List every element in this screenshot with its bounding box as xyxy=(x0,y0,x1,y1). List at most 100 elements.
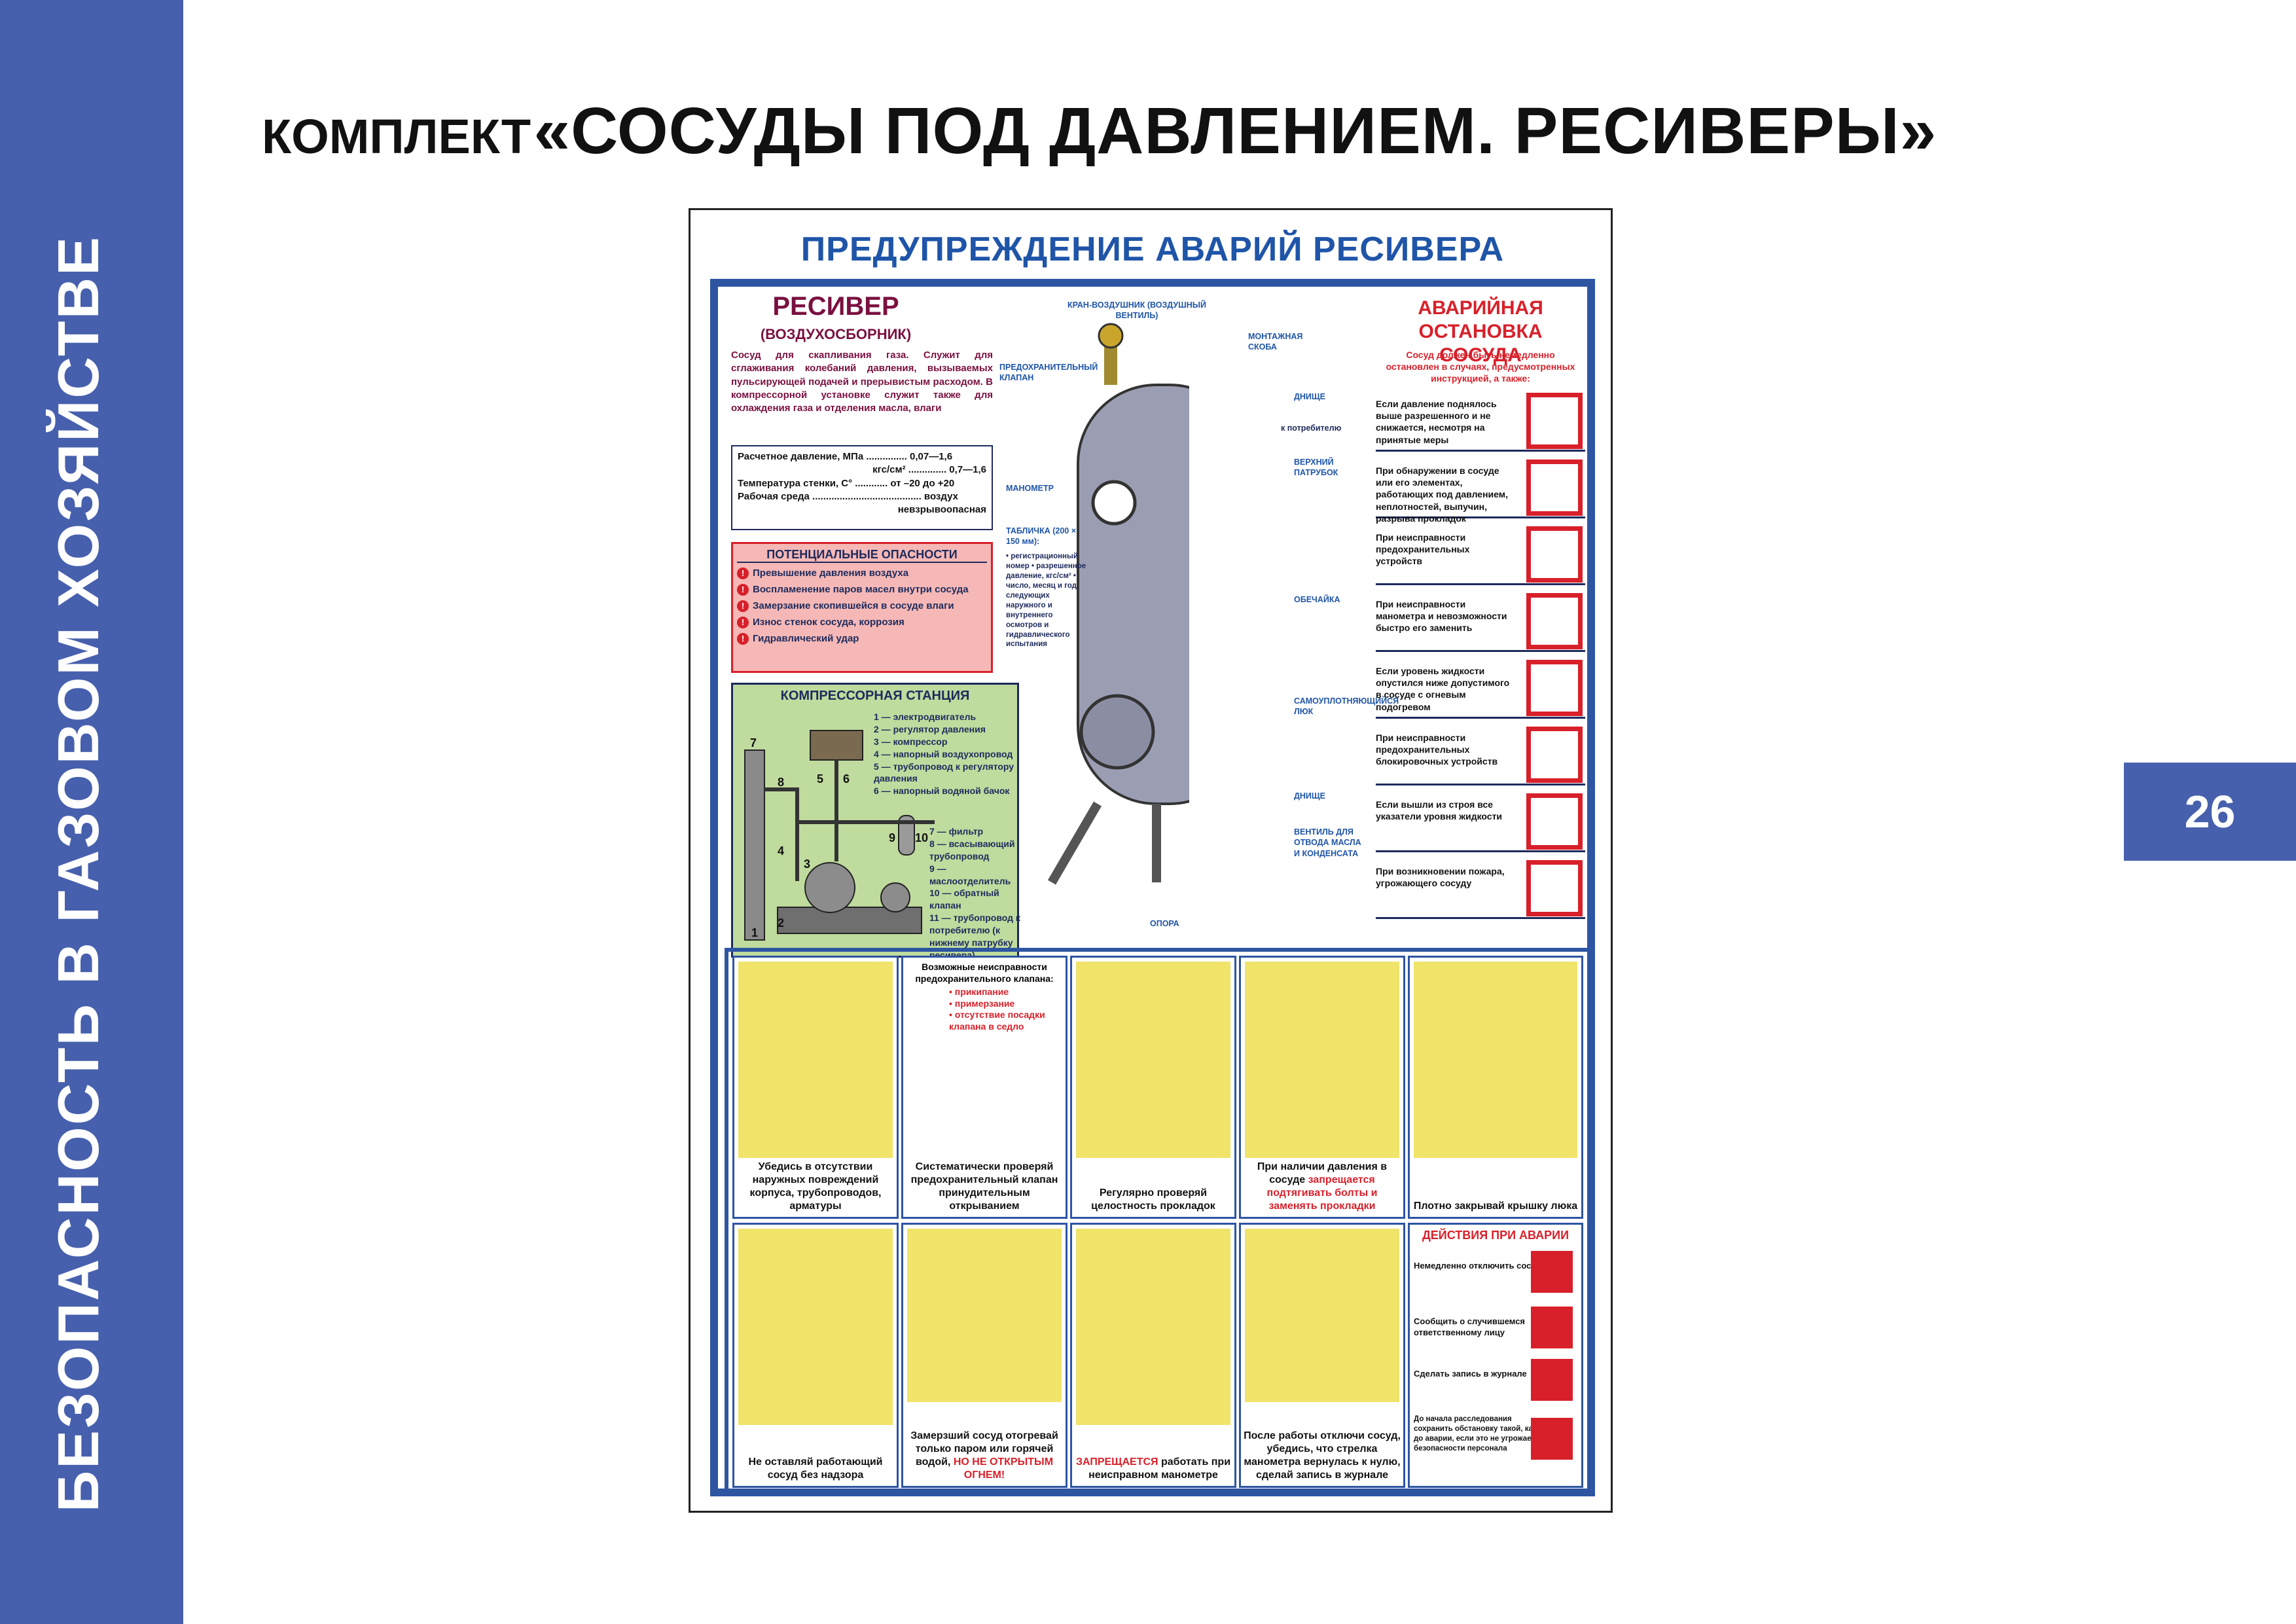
svg-text:8: 8 xyxy=(778,776,784,789)
safety-card: При наличии давления в сосуде запрещаетс… xyxy=(1239,956,1405,1219)
svg-text:5: 5 xyxy=(817,772,823,785)
sidebar: БЕЗОПАСНОСТЬ В ГАЗОВОМ ХОЗЯЙСТВЕ xyxy=(0,0,183,1624)
label-air-valve: КРАН-ВОЗДУШНИК (ВОЗДУШНЫЙ ВЕНТИЛЬ) xyxy=(1067,300,1206,321)
shutoff-icon xyxy=(1531,1251,1573,1293)
level-indicator-icon xyxy=(1526,793,1583,850)
label-bottom-low: ДНИЩЕ xyxy=(1294,791,1325,801)
emergency-item: При обнаружении в сосуде или его элемент… xyxy=(1376,458,1585,524)
receiver-illustration xyxy=(1047,323,1189,885)
compressor-diagram: 7 8 5 6 9 2 1 3 4 10 xyxy=(744,730,935,941)
safety-card: Замерзший сосуд отогревай только паром и… xyxy=(901,1223,1067,1488)
card-illustration xyxy=(1414,962,1577,1158)
poster-title: ПРЕДУПРЕЖДЕНИЕ АВАРИЙ РЕСИВЕРА xyxy=(800,230,1505,268)
safety-valve-icon xyxy=(1526,526,1583,583)
label-consumer: к потребителю xyxy=(1281,424,1342,433)
page-number-badge: 26 xyxy=(2124,763,2296,861)
warning-icon: ! xyxy=(737,568,749,579)
label-bottom-top: ДНИЩЕ xyxy=(1294,392,1325,401)
card-illustration xyxy=(907,1229,1062,1402)
phone-icon xyxy=(1531,1307,1573,1348)
hazard-item: !Гидравлический удар xyxy=(737,633,987,645)
card-illustration xyxy=(1076,962,1230,1158)
card-illustration xyxy=(907,962,1062,1158)
safety-card: Регулярно проверяй целостность прокладок xyxy=(1070,956,1236,1219)
switch-icon xyxy=(1526,727,1583,783)
label-manometer: МАНОМЕТР xyxy=(1006,484,1054,493)
svg-text:7: 7 xyxy=(750,736,757,749)
svg-text:1: 1 xyxy=(751,926,758,939)
title-main: «СОСУДЫ ПОД ДАВЛЕНИЕМ. РЕСИВЕРЫ» xyxy=(533,94,1937,168)
emergency-item: При неисправности предохранительных блок… xyxy=(1376,725,1585,785)
page-title: КОМПЛЕКТ «СОСУДЫ ПОД ДАВЛЕНИЕМ. РЕСИВЕРЫ… xyxy=(262,92,2094,170)
emergency-item: При неисправности предохранительных устр… xyxy=(1376,525,1585,585)
faults-list: • прикипание• примерзание• отсутствие по… xyxy=(949,986,1045,1032)
receiver-subtitle: (ВОЗДУХОСБОРНИК) xyxy=(760,326,912,342)
warning-icon: ! xyxy=(737,617,749,628)
emergency-item: При неисправности манометра и невозможно… xyxy=(1376,592,1585,652)
warning-icon: ! xyxy=(737,633,749,645)
poster-frame: РЕСИВЕР (ВОЗДУХОСБОРНИК) Сосуд для скапл… xyxy=(710,279,1595,1496)
hazard-star-icon xyxy=(1531,1418,1573,1460)
label-drain: ВЕНТИЛЬ ДЛЯ ОТВОДА МАСЛА И КОНДЕНСАТА xyxy=(1294,827,1361,858)
safety-card: Возможные неисправности предохранительно… xyxy=(901,956,1067,1219)
svg-text:2: 2 xyxy=(778,916,784,929)
label-mount: МОНТАЖНАЯ СКОБА xyxy=(1248,332,1303,352)
safety-card: Плотно закрывай крышку люка xyxy=(1408,956,1583,1219)
card-illustration xyxy=(1245,1229,1399,1402)
label-shell: ОБЕЧАЙКА xyxy=(1294,595,1340,604)
spec-row: невзрывоопасная xyxy=(897,504,986,515)
safety-card: Убедись в отсутствии наружных повреждени… xyxy=(732,956,899,1219)
safety-card: Не оставляй работающий сосуд без надзора xyxy=(732,1223,899,1488)
title-prefix: КОМПЛЕКТ xyxy=(262,109,531,164)
spec-row: кгс/см² .............. 0,7—1,6 xyxy=(872,464,986,476)
card-illustration xyxy=(738,962,893,1158)
svg-text:4: 4 xyxy=(778,844,784,857)
action-item: Сообщить о случившемся ответственному ли… xyxy=(1414,1316,1526,1337)
warning-icon: ! xyxy=(737,600,749,612)
poster: ПРЕДУПРЕЖДЕНИЕ АВАРИЙ РЕСИВЕРА РЕСИВЕР (… xyxy=(689,208,1613,1513)
emergency-intro: Сосуд должен быть немедленно остановлен … xyxy=(1386,350,1575,384)
emergency-title: АВАРИЙНАЯ ОСТАНОВКА СОСУДА xyxy=(1418,297,1543,366)
level-gauge-icon xyxy=(1526,660,1583,716)
hazards-title: ПОТЕНЦИАЛЬНЫЕ ОПАСНОСТИ xyxy=(737,548,987,563)
action-item: Сделать запись в журнале xyxy=(1414,1369,1527,1379)
action-item: До начала расследования сохранить обстан… xyxy=(1414,1415,1537,1453)
hazard-item: !Замерзание скопившейся в сосуде влаги xyxy=(737,600,987,612)
label-support: ОПОРА xyxy=(1150,919,1179,928)
sidebar-title: БЕЗОПАСНОСТЬ В ГАЗОВОМ ХОЗЯЙСТВЕ xyxy=(46,235,111,1512)
manometer-icon xyxy=(1526,393,1583,449)
card-illustration xyxy=(1076,1229,1230,1425)
spec-row: Расчетное давление, МПа ............... … xyxy=(738,451,953,462)
emergency-item: Если вышли из строя все указатели уровня… xyxy=(1376,792,1585,852)
label-plate: ТАБЛИЧКА (200 × 150 мм): xyxy=(1006,526,1077,547)
svg-text:10: 10 xyxy=(915,831,928,844)
card-illustration xyxy=(1245,962,1399,1158)
safety-card: После работы отключи сосуд, убедись, что… xyxy=(1239,1223,1405,1488)
receiver-title: РЕСИВЕР xyxy=(772,292,899,321)
action-item: Немедленно отключить сосуд xyxy=(1414,1261,1541,1271)
safety-card: ЗАПРЕЩАЕТСЯ работать при неисправном ман… xyxy=(1070,1223,1236,1488)
label-plate-items: • регистрационный номер • разрешенное да… xyxy=(1006,552,1086,649)
label-upper-pipe: ВЕРХНИЙ ПАТРУБОК xyxy=(1294,458,1338,478)
hazard-item: !Превышение давления воздуха xyxy=(737,568,987,579)
station-title: КОМПРЕССОРНАЯ СТАНЦИЯ xyxy=(780,689,970,703)
receiver-description: Сосуд для скапливания газа. Служит для с… xyxy=(731,350,993,414)
svg-text:3: 3 xyxy=(804,857,810,871)
card-illustration xyxy=(738,1229,893,1425)
actions-title: ДЕЙСТВИЯ ПРИ АВАРИИ xyxy=(1422,1229,1570,1242)
label-safety-valve: ПРЕДОХРАНИТЕЛЬНЫЙ КЛАПАН xyxy=(999,363,1098,383)
emergency-item: При возникновении пожара, угрожающего со… xyxy=(1376,859,1585,919)
compressor-station-box: КОМПРЕССОРНАЯ СТАНЦИЯ 7 8 5 6 9 2 1 3 4 … xyxy=(731,683,1020,960)
fire-icon xyxy=(1526,860,1583,916)
broken-gauge-icon xyxy=(1526,593,1583,649)
safety-cards-grid: Убедись в отсутствии наружных повреждени… xyxy=(725,948,1592,1496)
hazard-item: !Износ стенок сосуда, коррозия xyxy=(737,617,987,628)
warning-icon: ! xyxy=(737,584,749,596)
specs-box: Расчетное давление, МПа ............... … xyxy=(731,445,993,530)
spec-row: Температура стенки, С° ............ от –… xyxy=(738,477,955,489)
spec-row: Рабочая среда ..........................… xyxy=(738,490,958,502)
emergency-item: Если давление поднялось выше разрешенног… xyxy=(1376,391,1585,452)
svg-text:9: 9 xyxy=(889,831,895,844)
